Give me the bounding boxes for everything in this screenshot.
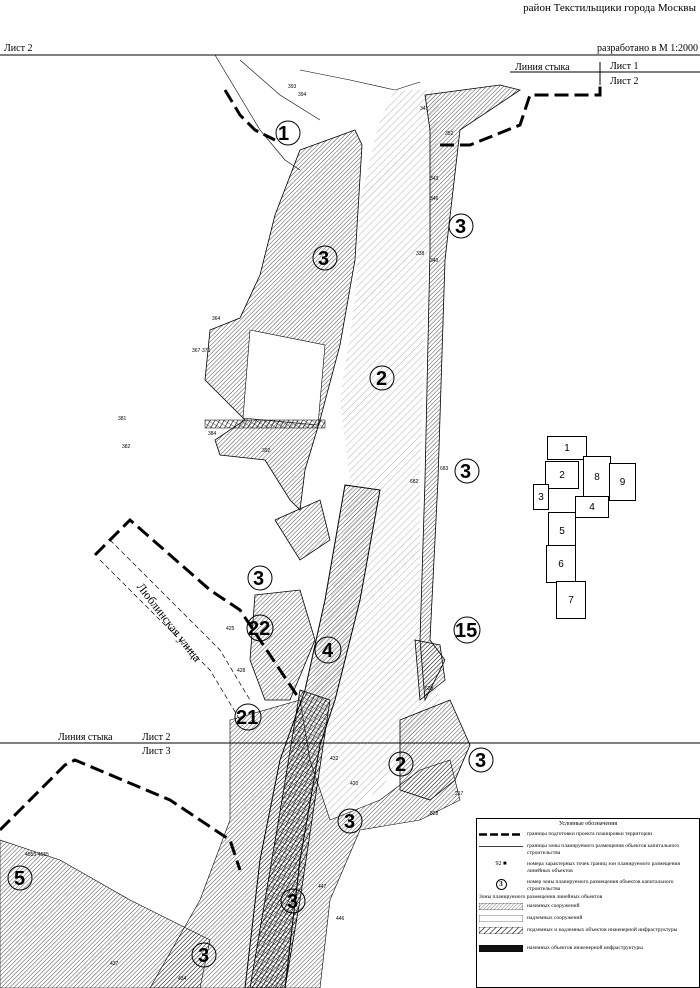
legend-item-project-boundary: границы подготовки проекта планировки те… bbox=[527, 831, 653, 837]
svg-text:340: 340 bbox=[430, 258, 439, 264]
svg-text:437: 437 bbox=[110, 961, 119, 967]
boundary-top-left bbox=[223, 89, 276, 142]
legend-item-linear-zones: Зоны планируемого размещения линейных об… bbox=[479, 894, 603, 900]
index-sheet-4: 4 bbox=[575, 496, 609, 518]
svg-text:381: 381 bbox=[118, 416, 127, 422]
svg-text:346: 346 bbox=[430, 196, 439, 202]
zone-label-3f: 3 bbox=[344, 811, 355, 833]
building-block bbox=[242, 329, 326, 426]
scale-label: разработано в М 1:2000 bbox=[597, 43, 698, 54]
svg-text:628: 628 bbox=[425, 686, 434, 692]
svg-text:394: 394 bbox=[298, 92, 307, 98]
junction-top-sheet1: Лист 1 bbox=[610, 61, 639, 72]
legend-item-zone-number: номер зоны планируемого размещения объек… bbox=[527, 879, 674, 892]
zone-label-1: 1 bbox=[278, 123, 289, 145]
zone-label-3d: 3 bbox=[253, 568, 264, 590]
svg-text:4553·4555: 4553·4555 bbox=[25, 852, 49, 858]
svg-text:446: 446 bbox=[336, 916, 345, 922]
svg-text:382: 382 bbox=[122, 444, 131, 450]
zone-label-4: 4 bbox=[322, 640, 334, 662]
svg-text:682: 682 bbox=[410, 479, 419, 485]
zone-label-5: 5 bbox=[14, 868, 25, 890]
svg-text:432: 432 bbox=[330, 756, 339, 762]
district-title: район Текстильщики города Москвы bbox=[523, 2, 696, 14]
legend-item-above-ground: надземных сооружений bbox=[527, 915, 583, 921]
zone-label-2a: 2 bbox=[376, 368, 387, 390]
index-sheet-7: 7 bbox=[556, 581, 586, 619]
boundary-bottom-left bbox=[0, 758, 242, 871]
junction-mid-sheet2: Лист 2 bbox=[142, 732, 171, 743]
zone-label-3a: 3 bbox=[318, 248, 329, 270]
junction-mid-label: Линия стыка bbox=[58, 732, 113, 743]
index-sheet-8: 8 bbox=[583, 456, 611, 498]
legend-title: Условные обозначения bbox=[558, 821, 618, 827]
zone-label-22: 22 bbox=[248, 618, 270, 640]
legend-item-ground: наземных сооружений bbox=[527, 903, 580, 909]
svg-text:683: 683 bbox=[440, 466, 449, 472]
zone-label-3e: 3 bbox=[475, 750, 486, 772]
zone-label-21: 21 bbox=[236, 707, 258, 729]
svg-text:341: 341 bbox=[420, 106, 429, 112]
junction-mid-sheet3: Лист 3 bbox=[142, 746, 171, 757]
legend-item-point-numbers: номера характерных точек границ зон план… bbox=[527, 861, 680, 874]
svg-text:425: 425 bbox=[226, 626, 235, 632]
zone-label-3b: 3 bbox=[455, 216, 466, 238]
svg-text:343: 343 bbox=[430, 176, 439, 182]
svg-text:420: 420 bbox=[350, 781, 359, 787]
svg-text:434: 434 bbox=[178, 976, 187, 982]
svg-text:364: 364 bbox=[212, 316, 221, 322]
index-sheet-6: 6 bbox=[546, 545, 576, 583]
legend: Условные обозначения границы подготовки … bbox=[476, 818, 700, 988]
svg-text:428: 428 bbox=[237, 668, 246, 674]
sheet-label: Лист 2 bbox=[4, 43, 33, 54]
legend-point-example: 92 bbox=[495, 861, 502, 867]
zone-label-3h: 3 bbox=[198, 945, 209, 967]
junction-top-label: Линия стыка bbox=[515, 62, 570, 73]
legend-item-ground-engineering: наземных объектов инженерной инфраструкт… bbox=[527, 945, 643, 951]
svg-text:217: 217 bbox=[455, 791, 464, 797]
zone-label-15: 15 bbox=[455, 620, 477, 642]
legend-zone-example: 3 bbox=[495, 879, 507, 890]
legend-item-zone-boundary: границы зоны планируемого размещения объ… bbox=[527, 843, 680, 856]
zone-5-area bbox=[0, 839, 211, 988]
boundary-left-street bbox=[93, 517, 302, 701]
zone-label-2b: 2 bbox=[395, 754, 406, 776]
svg-text:352: 352 bbox=[445, 131, 454, 137]
svg-text:392: 392 bbox=[262, 448, 271, 454]
svg-text:367·371: 367·371 bbox=[192, 348, 211, 354]
svg-text:393: 393 bbox=[288, 84, 297, 90]
zone-label-3g: 3 bbox=[287, 891, 298, 913]
boundary-top-right bbox=[440, 85, 602, 147]
legend-item-underground-engineering: подземных и надземных объектов инженерно… bbox=[527, 927, 678, 933]
svg-text:828: 828 bbox=[430, 811, 439, 817]
junction-top-sheet2: Лист 2 bbox=[610, 76, 639, 87]
svg-text:384: 384 bbox=[208, 431, 217, 437]
zone-label-3c: 3 bbox=[460, 461, 471, 483]
svg-text:338: 338 bbox=[416, 251, 425, 257]
svg-text:447: 447 bbox=[318, 884, 327, 890]
index-sheet-9: 9 bbox=[609, 463, 636, 501]
index-sheet-2: 2 bbox=[545, 461, 579, 489]
index-sheet-3: 3 bbox=[533, 484, 549, 510]
index-sheet-1: 1 bbox=[547, 436, 587, 460]
index-sheet-5: 5 bbox=[548, 512, 576, 550]
zone-3-area-left bbox=[204, 129, 363, 511]
